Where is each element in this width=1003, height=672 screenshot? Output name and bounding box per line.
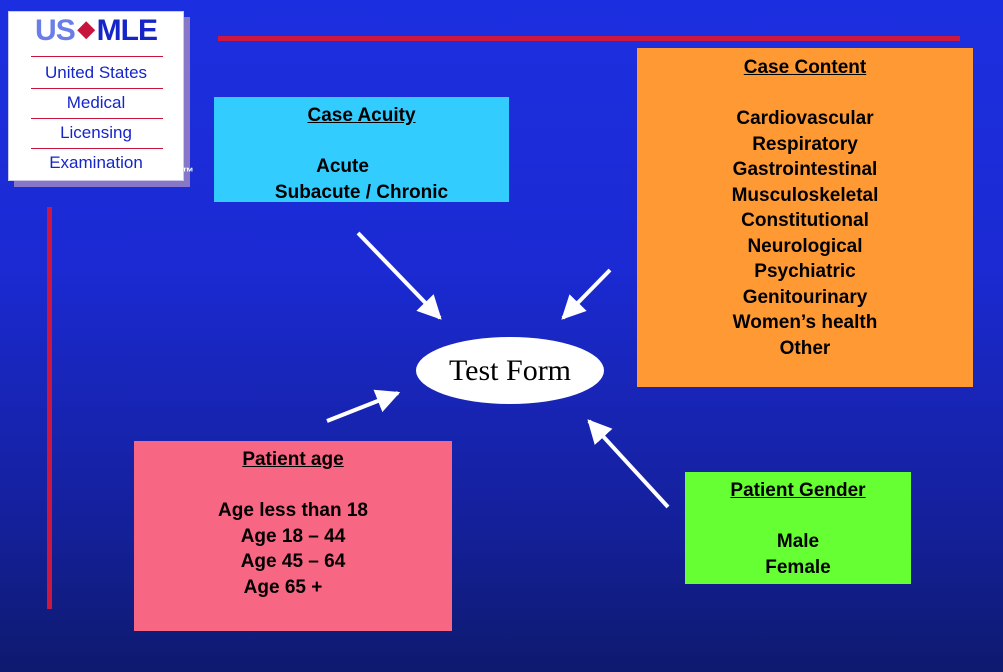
- patient-age-item: Age 18 – 44: [240, 525, 346, 547]
- patient-gender-item: Male: [776, 531, 820, 552]
- logo-title: US◆MLE: [9, 14, 183, 48]
- case-content-item: Genitourinary: [742, 286, 868, 308]
- arrow-acuity-to-test-form: [356, 231, 442, 320]
- case-content-item: Women’s health: [732, 312, 878, 333]
- logo-line-2: Medical: [66, 93, 126, 112]
- patient-age-item: Age 45 – 64: [240, 551, 346, 572]
- logo-line-4: Examination: [49, 153, 143, 172]
- logo-title-us: US: [35, 14, 76, 47]
- case-acuity-item: Subacute / Chronic: [274, 181, 449, 203]
- arrow-age-to-test-form: [326, 389, 401, 423]
- trademark-mark: ™: [182, 165, 194, 179]
- arrow-gender-to-test-form: [587, 419, 670, 509]
- arrow-content-to-test-form: [561, 268, 612, 320]
- logo-title-mle: MLE: [96, 14, 158, 47]
- case-content-item: Other: [779, 337, 831, 359]
- case-content-item: Neurological: [747, 235, 863, 257]
- test-form-label: Test Form: [448, 354, 572, 387]
- case-acuity-heading: Case Acuity: [307, 105, 416, 126]
- logo-line-3: Licensing: [60, 123, 132, 142]
- case-content-box: Case Content Cardiovascular Respiratory …: [637, 48, 973, 387]
- logo-line-1: United States: [44, 63, 148, 82]
- logo-divider: [31, 118, 163, 119]
- case-acuity-item: Acute: [316, 156, 369, 177]
- case-content-item: Musculoskeletal: [731, 184, 879, 206]
- diamond-icon: ◆: [77, 16, 95, 41]
- test-form-node: Test Form: [416, 337, 604, 404]
- logo-divider: [31, 88, 163, 89]
- usmle-logo: US◆MLE United States Medical Licensing E…: [8, 11, 184, 181]
- case-content-item: Constitutional: [741, 210, 869, 231]
- patient-age-box: Patient age Age less than 18 Age 18 – 44…: [134, 441, 452, 631]
- case-content-item: Cardiovascular: [736, 108, 874, 129]
- case-acuity-box: Case Acuity Acute Subacute / Chronic: [214, 97, 509, 203]
- case-content-heading: Case Content: [743, 57, 867, 78]
- top-rule: [218, 36, 960, 41]
- patient-age-item: Age less than 18: [218, 500, 368, 521]
- patient-gender-box: Patient Gender Male Female: [685, 472, 911, 584]
- case-content-item: Psychiatric: [754, 261, 856, 282]
- patient-gender-item: Female: [765, 556, 831, 578]
- case-content-item: Respiratory: [752, 133, 858, 155]
- case-content-item: Gastrointestinal: [732, 159, 878, 180]
- left-rule: [47, 207, 52, 609]
- logo-divider: [31, 56, 163, 57]
- logo-divider: [31, 148, 163, 149]
- patient-gender-heading: Patient Gender: [730, 480, 866, 501]
- patient-age-item: Age 65 +: [243, 576, 323, 598]
- patient-age-heading: Patient age: [242, 449, 344, 470]
